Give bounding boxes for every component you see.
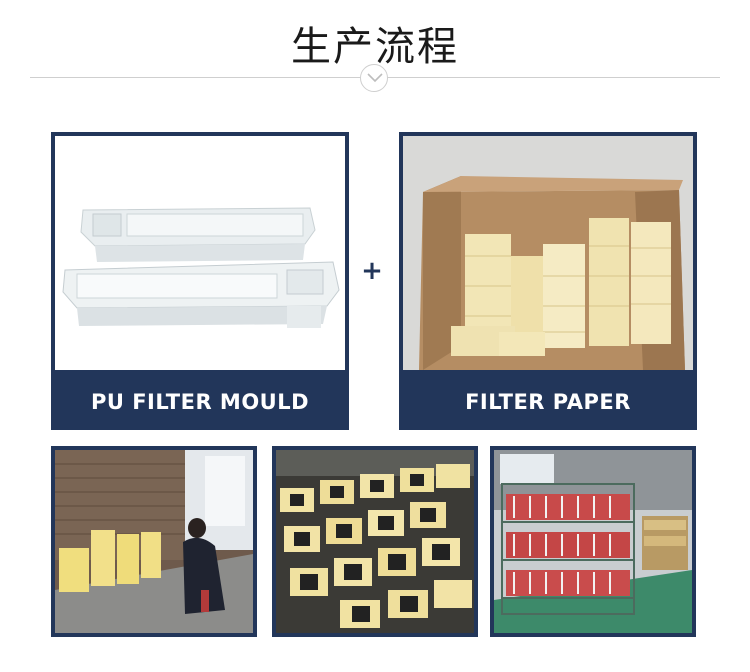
card-label: FILTER PAPER [465, 390, 631, 414]
production-table-thumbnail [272, 446, 478, 637]
page-title: 生产流程 [291, 24, 459, 70]
plus-sign: + [361, 256, 383, 286]
pu-filter-mould-card: PU FILTER MOULD [51, 132, 349, 430]
workshop-thumbnail [51, 446, 257, 637]
white-plastic-trays-photo [55, 136, 345, 370]
filters-on-production-table-photo [276, 450, 474, 633]
card-label: PU FILTER MOULD [90, 390, 310, 414]
filter-paper-card: FILTER PAPER [399, 132, 697, 430]
chevron-down-icon [360, 64, 388, 92]
warehouse-shelves-thumbnail [490, 446, 696, 637]
pleated-filter-paper-box-photo [403, 136, 693, 370]
workshop-worker-stacking-filters-photo [55, 450, 253, 633]
finished-filters-on-shelves-photo [494, 450, 692, 633]
